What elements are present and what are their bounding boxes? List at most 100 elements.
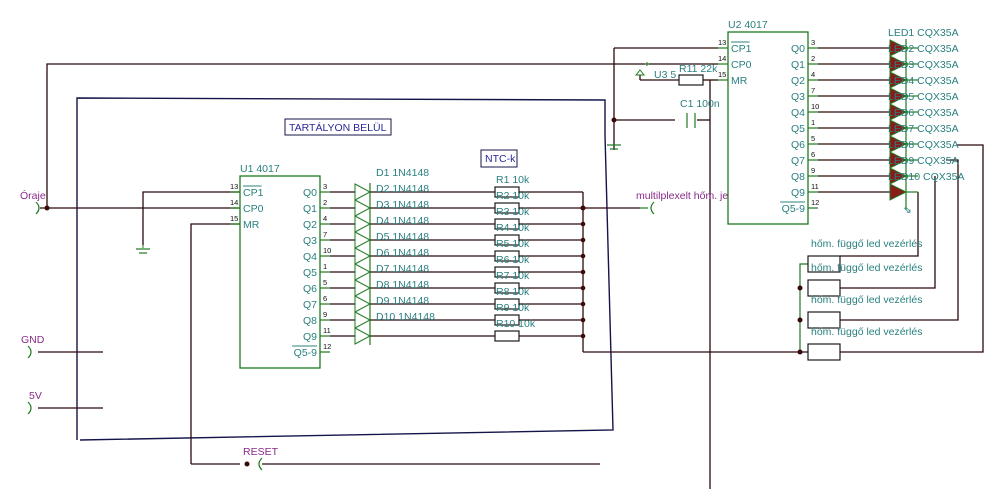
diode <box>354 215 495 233</box>
ground-icon <box>607 144 621 150</box>
ground-icon <box>136 245 150 254</box>
diode-label: D3 1N4148 <box>376 199 429 211</box>
junction-dot <box>611 117 617 123</box>
pin-label: Q7 <box>303 299 317 311</box>
junction-dot <box>580 269 586 275</box>
junction-dot <box>580 221 586 227</box>
5v-port[interactable]: 5V <box>27 390 42 415</box>
c1-label: C1 100n <box>680 98 720 110</box>
pin-label: Q1 <box>303 203 317 215</box>
chip-name: U2 4017 <box>728 19 768 31</box>
pin-number: 10 <box>811 102 819 111</box>
pin-label: Q8 <box>303 315 317 327</box>
pin-label: Q4 <box>303 251 317 263</box>
pin-number: 3 <box>323 182 327 191</box>
pin-number: 15 <box>230 214 238 223</box>
pin-number: 4 <box>811 70 815 79</box>
pin-number: 3 <box>811 38 815 47</box>
ntc-resistor <box>494 330 586 342</box>
led-label: LED8 CQX35A <box>888 139 959 151</box>
pin-number: 12 <box>323 342 331 351</box>
wires <box>38 47 984 489</box>
pin-number: 12 <box>811 198 819 207</box>
inside-tank-box: TARTÁLYON BELÜL <box>284 118 392 136</box>
resistor-label: R4 10k <box>496 222 530 234</box>
led-label: LED10 CQX35A <box>888 171 964 183</box>
reset-port-label: RESET <box>243 446 279 458</box>
junction-dot <box>580 237 586 243</box>
led <box>889 103 918 121</box>
diode <box>354 263 495 281</box>
reset-port[interactable]: RESET <box>243 446 279 471</box>
pin-label: Q4 <box>791 107 805 119</box>
led-control-label: hőm. függő led vezérlés <box>811 238 922 250</box>
pin-label: CP1 <box>243 187 264 199</box>
pin-number: 7 <box>811 86 815 95</box>
pin-number: 10 <box>323 246 331 255</box>
gnd-port[interactable]: GND <box>21 334 45 359</box>
led-label: LED1 CQX35A <box>888 27 959 39</box>
diode <box>354 327 495 345</box>
pin-label: MR <box>731 75 748 87</box>
diode-label: D5 1N4148 <box>376 231 429 243</box>
led <box>889 87 918 105</box>
diode-label: D6 1N4148 <box>376 247 429 259</box>
pin-label: CP0 <box>731 59 752 71</box>
resistor-label: R10 10k <box>496 318 536 330</box>
r11-resistor: R11 22k <box>678 63 718 86</box>
pin-number: 13 <box>718 38 726 47</box>
u1-chip: U1 401713CP114CP015MR3Q02Q14Q27Q310Q41Q5… <box>230 163 355 369</box>
led <box>889 135 918 153</box>
ntc-resistor <box>494 314 586 326</box>
led-label: LED9 CQX35A <box>888 155 959 167</box>
led <box>889 167 918 185</box>
led-label: LED2 CQX35A <box>888 43 959 55</box>
pin-number: 13 <box>230 182 238 191</box>
led-control-label: hőm. függő led vezérlés <box>811 294 922 306</box>
junction-dot <box>580 317 586 323</box>
resistor-label: R5 10k <box>496 238 530 250</box>
pin-label: Q3 <box>791 91 805 103</box>
led <box>889 151 918 169</box>
pin-number: 1 <box>811 118 815 127</box>
diode <box>354 295 495 313</box>
diode <box>354 311 495 329</box>
diode-label: D4 1N4148 <box>376 215 429 227</box>
diode <box>354 183 495 201</box>
pin-number: 2 <box>323 198 327 207</box>
pin-label: Q0 <box>791 43 805 55</box>
led <box>889 119 918 137</box>
inside-tank-label: TARTÁLYON BELÜL <box>289 121 387 134</box>
pin-number: 7 <box>323 230 327 239</box>
pin-label: Q2 <box>791 75 805 87</box>
resistor-label: R6 10k <box>496 254 530 266</box>
led-control-label: hőm. függő led vezérlés <box>811 262 922 274</box>
5v-port-label: 5V <box>29 390 42 402</box>
pin-number: 5 <box>811 134 815 143</box>
clock-port[interactable]: Óraje <box>20 189 50 215</box>
led-label: LED7 CQX35A <box>888 123 959 135</box>
pin-label: Q5 <box>303 267 317 279</box>
pin-number: 6 <box>811 150 815 159</box>
led-control-resistor <box>807 255 841 273</box>
gnd-port-label: GND <box>21 334 45 346</box>
diode-label: D2 1N4148 <box>376 183 429 195</box>
r11-label: R11 22k <box>679 63 718 75</box>
led <box>889 71 918 89</box>
led-control-label: hőm. függő led vezérlés <box>811 326 922 338</box>
junction-dot <box>797 285 803 291</box>
pin-label: Q1 <box>791 59 805 71</box>
chip-name: U1 4017 <box>240 163 280 175</box>
pin-label: Q9 <box>791 187 805 199</box>
u3-supply-icon <box>634 62 649 76</box>
pin-number: 14 <box>230 198 238 207</box>
resistor-label: R2 10k <box>496 190 530 202</box>
mux-signal-port[interactable]: multilplexelt hőm. je <box>636 190 728 215</box>
pin-label: Q8 <box>791 171 805 183</box>
pin-label: Q5 <box>791 123 805 135</box>
pin-label: Q0 <box>303 187 317 199</box>
u3-label: U3 5 <box>654 69 676 81</box>
